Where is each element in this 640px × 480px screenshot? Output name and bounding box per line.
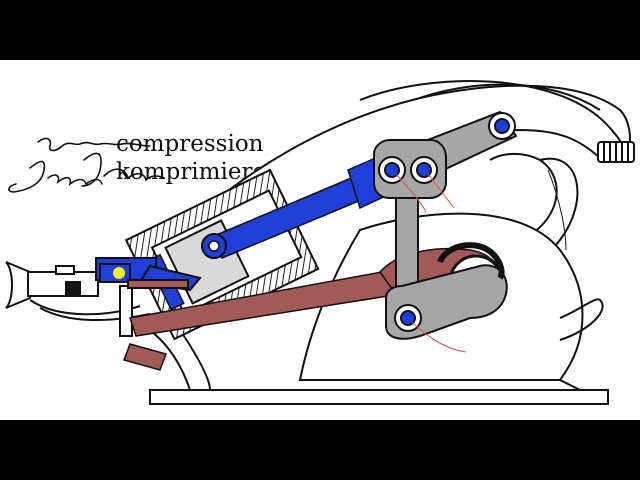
linkage-arms [373,110,518,340]
base-plate [129,319,609,405]
caption-english: compression [116,131,264,157]
ignition-point [113,267,125,279]
inventor-signature [8,137,165,193]
flywheel-spiral [359,80,635,163]
crank-bushing [437,242,505,280]
motion-traces [395,173,467,353]
intake-assembly [5,257,202,337]
